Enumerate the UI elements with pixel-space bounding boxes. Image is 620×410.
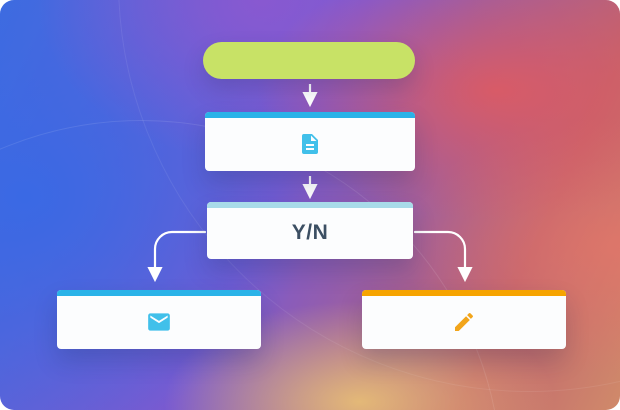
start-node[interactable] <box>203 42 415 79</box>
mail-icon <box>148 313 170 331</box>
edit-node[interactable] <box>362 290 566 349</box>
document-node-accent-bar <box>205 112 415 118</box>
mail-node-accent-bar <box>57 290 261 296</box>
pencil-icon <box>455 312 474 331</box>
decision-node[interactable]: Y/N <box>207 202 413 259</box>
decision-label: Y/N <box>291 220 329 244</box>
document-icon <box>302 134 318 154</box>
decision-node-accent-bar <box>207 202 413 208</box>
mail-node[interactable] <box>57 290 261 349</box>
edit-node-accent-bar <box>362 290 566 296</box>
document-node[interactable] <box>205 112 415 171</box>
